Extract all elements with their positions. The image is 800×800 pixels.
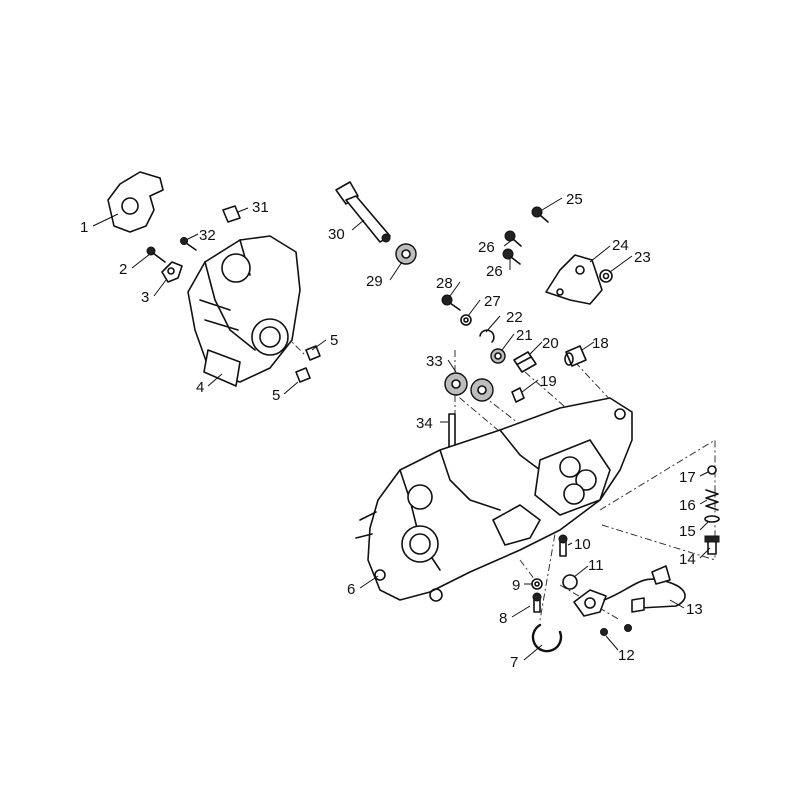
callout-4: 4	[196, 379, 204, 396]
callout-25: 25	[566, 191, 583, 208]
part-5-dowel-pins	[295, 345, 321, 383]
callout-21: 21	[516, 327, 533, 344]
part-19-pin	[511, 387, 525, 403]
callout-33: 33	[426, 353, 443, 370]
callout-18: 18	[592, 335, 609, 352]
part-28-bolt	[441, 294, 461, 311]
callout-17: 17	[679, 469, 696, 486]
part-21-ring	[490, 348, 506, 364]
callout-12: 12	[618, 647, 635, 664]
part-4-housing	[187, 235, 301, 387]
part-33-bearings	[444, 372, 494, 402]
part-1-gasket	[107, 171, 164, 233]
part-3-bracket	[161, 261, 183, 283]
callout-13: 13	[686, 601, 703, 618]
callout-26a: 26	[478, 239, 495, 256]
callout-16: 16	[679, 497, 696, 514]
part-22-clip	[479, 329, 495, 343]
callout-20: 20	[542, 335, 559, 352]
part-11-o-ring	[562, 574, 578, 590]
part-18-bushing	[564, 345, 587, 367]
part-23-washer	[599, 269, 613, 283]
part-20-needle-bearing	[513, 351, 537, 373]
callout-27: 27	[484, 293, 501, 310]
callout-6: 6	[347, 581, 355, 598]
part-6-crankcase	[355, 397, 633, 602]
callout-26b: 26	[486, 263, 503, 280]
callout-28: 28	[436, 275, 453, 292]
part-30-shaft	[335, 181, 391, 243]
callout-24: 24	[612, 237, 629, 254]
part-31-block	[222, 205, 241, 223]
part-8-bolt	[532, 592, 542, 613]
part-2-bolt	[146, 246, 166, 263]
part-32-bolt	[180, 237, 197, 251]
callout-15: 15	[679, 523, 696, 540]
part-10-bolt	[558, 534, 568, 557]
callout-1: 1	[80, 219, 88, 236]
part-13-sensor	[573, 565, 686, 617]
callout-19: 19	[540, 373, 557, 390]
part-9-washer	[531, 578, 543, 590]
callout-31: 31	[252, 199, 269, 216]
part-16-spring	[705, 489, 719, 511]
part-12-screws	[600, 624, 632, 636]
callout-5b: 5	[272, 387, 280, 404]
leader-lines	[92, 197, 711, 661]
callout-29: 29	[366, 273, 383, 290]
callout-30: 30	[328, 226, 345, 243]
part-24-bracket	[545, 254, 603, 305]
callout-22: 22	[506, 309, 523, 326]
callout-10: 10	[574, 536, 591, 553]
callout-11: 11	[588, 557, 604, 574]
callout-5a: 5	[330, 332, 338, 349]
part-7-circlip	[531, 623, 563, 653]
part-29-bearing	[395, 243, 417, 265]
callout-labels: 1 2 3 4 5 5 6 7 8 9 10 11 12 13 14 15 16…	[80, 191, 703, 671]
part-25-bolt	[531, 206, 549, 223]
callout-14: 14	[679, 551, 696, 568]
part-26-bolt-b	[502, 248, 521, 265]
callout-23: 23	[634, 249, 651, 266]
part-17-ball	[707, 465, 717, 475]
part-15-washer	[704, 515, 720, 523]
callout-3: 3	[141, 289, 149, 306]
callout-7: 7	[510, 654, 518, 671]
callout-32: 32	[199, 227, 216, 244]
callout-9: 9	[512, 577, 520, 594]
callout-34: 34	[416, 415, 433, 432]
part-27-washer	[460, 314, 472, 326]
callout-8: 8	[499, 610, 507, 627]
callout-2: 2	[119, 261, 127, 278]
part-26-bolt-a	[504, 230, 522, 247]
